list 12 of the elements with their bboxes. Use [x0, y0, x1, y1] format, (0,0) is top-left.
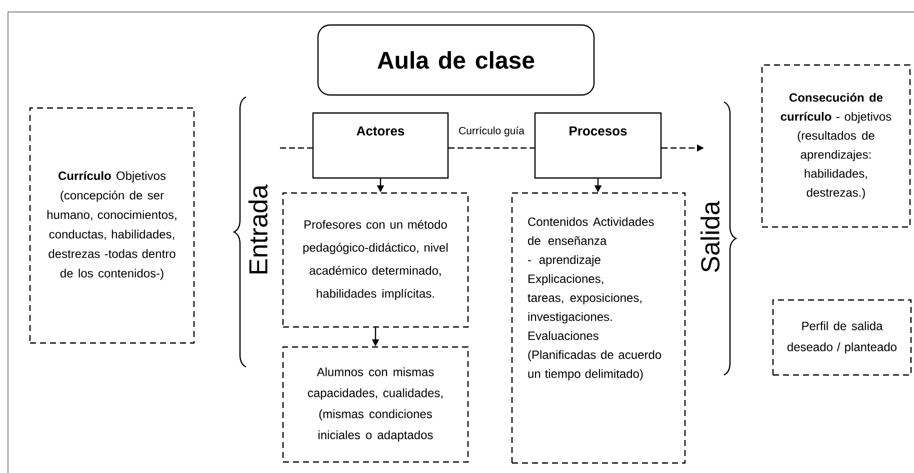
- process-box: Actores: [312, 112, 449, 179]
- section-label: Entrada: [248, 184, 268, 274]
- dashed-box: Consecución de currículo - objetivos (resultados de aprendizajes: habilidades, destrezas.): [761, 64, 911, 228]
- dashed-box: Perfil de salida deseado / planteado: [772, 299, 912, 376]
- edge-label: Currículo guía: [458, 126, 526, 138]
- dashed-box: Currículo Objetivos (concepción de ser humano, conocimientos, conductas, habilidades, destrezas -todas dentro de los contenidos-): [29, 107, 195, 344]
- dashed-box: Profesores con un método pedagógico-didáctico, nivel académico determinado, habilidades implícitas.: [282, 192, 469, 328]
- title-box: Aula de clase: [317, 24, 595, 96]
- dashed-box: Alumnos con mismas capacidades, cualidades, (mismas condiciones iniciales o adaptados: [282, 346, 469, 463]
- section-label: Salida: [700, 200, 720, 272]
- process-box: Procesos: [534, 112, 662, 179]
- dashed-box: Contenidos Actividades de enseñanza - aprendizaje Explicaciones, tareas, exposiciones, investigaciones. Evaluaciones (Planificadas de acuerdo un tiempo delimitado): [511, 192, 686, 464]
